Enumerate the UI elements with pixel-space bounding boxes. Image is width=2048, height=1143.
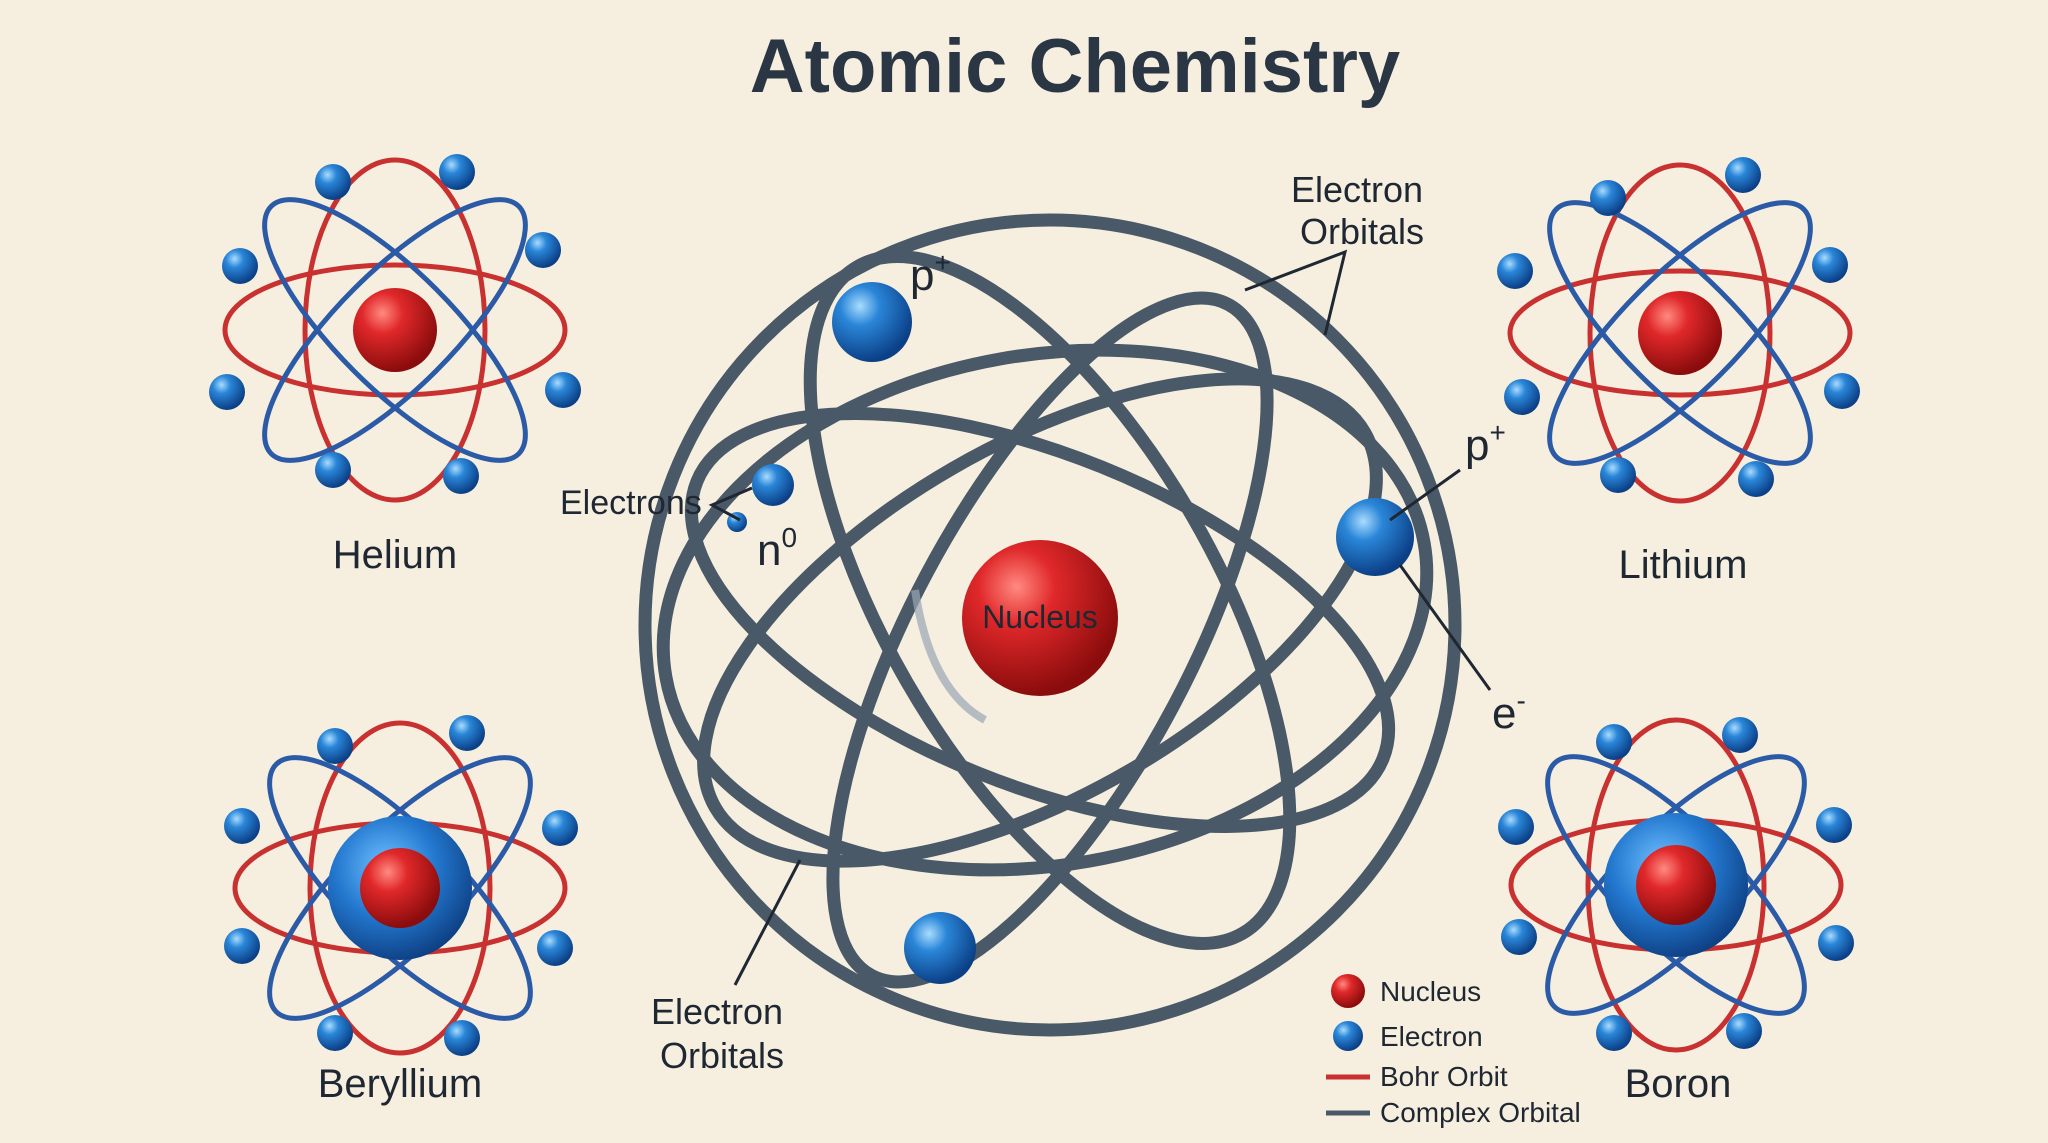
legend-label: Bohr Orbit bbox=[1380, 1061, 1508, 1092]
lithium-atom bbox=[1497, 157, 1860, 504]
nucleus bbox=[360, 848, 440, 928]
electron-small bbox=[752, 464, 794, 506]
nucleus bbox=[353, 288, 437, 372]
legend-label: Nucleus bbox=[1380, 976, 1481, 1007]
orbital-highlight bbox=[911, 589, 987, 724]
outer-orbital bbox=[638, 213, 1462, 1037]
electrons bbox=[1497, 157, 1860, 497]
legend-item-bohr-orbit: Bohr Orbit bbox=[1326, 1061, 1508, 1092]
orbitals-leader-bottom bbox=[733, 859, 802, 986]
nucleus bbox=[962, 540, 1118, 696]
helium-atom bbox=[209, 154, 581, 503]
proton-label-top: p+ bbox=[910, 247, 951, 300]
proton-top bbox=[832, 282, 912, 362]
proton-right-leader bbox=[1389, 468, 1461, 522]
orbital-ring bbox=[684, 407, 1396, 833]
complex-orbitals bbox=[638, 213, 1462, 1037]
electrons-leader bbox=[708, 486, 753, 522]
neutron-label: n0 bbox=[757, 522, 797, 575]
orbital-ring bbox=[803, 250, 1297, 950]
bohr-orbits bbox=[1507, 162, 1853, 504]
orbital-ring bbox=[697, 372, 1383, 868]
orbital-ring bbox=[656, 343, 1434, 877]
beryllium-atom bbox=[224, 715, 578, 1056]
electron-bottom bbox=[904, 912, 976, 984]
legend-item-electron: Electron bbox=[1333, 1021, 1483, 1052]
legend-item-complex-orbital: Complex Orbital bbox=[1326, 1097, 1581, 1128]
orbitals-leader-top bbox=[1244, 249, 1348, 336]
element-name-lithium: Lithium bbox=[1619, 543, 1748, 587]
electrons bbox=[1498, 717, 1854, 1051]
proton-label-right: p+ bbox=[1465, 417, 1506, 470]
legend-item-nucleus: Nucleus bbox=[1331, 974, 1481, 1008]
nucleus-label: Nucleus bbox=[982, 599, 1098, 635]
electrons bbox=[209, 154, 581, 494]
electron-charge-label: e- bbox=[1492, 685, 1526, 738]
orbitals-label-top: Electron Orbitals bbox=[1291, 169, 1433, 252]
boron-atom bbox=[1498, 717, 1854, 1053]
orbital-ring bbox=[826, 291, 1274, 989]
nucleus bbox=[1636, 845, 1716, 925]
legend-label: Complex Orbital bbox=[1380, 1097, 1581, 1128]
element-name-boron: Boron bbox=[1625, 1062, 1732, 1106]
complex-orbits bbox=[1547, 200, 1813, 466]
legend-label: Electron bbox=[1380, 1021, 1483, 1052]
legend: Nucleus Electron Bohr Orbit Complex Orbi… bbox=[1326, 974, 1581, 1128]
electrons-label: Electrons bbox=[560, 484, 702, 522]
orbitals-label-bottom: Electron Orbitals bbox=[651, 991, 793, 1076]
electron-leader bbox=[1398, 564, 1492, 691]
bohr-orbits bbox=[222, 157, 568, 503]
nucleus bbox=[1638, 291, 1722, 375]
page-title: Atomic Chemistry bbox=[750, 24, 1400, 109]
element-name-beryllium: Beryllium bbox=[318, 1062, 482, 1106]
complex-orbits bbox=[262, 197, 528, 463]
electrons bbox=[224, 715, 578, 1056]
main-atom: Nucleus p+ p+ n0 e- Electrons Electron bbox=[560, 169, 1526, 1076]
element-name-helium: Helium bbox=[333, 533, 457, 577]
